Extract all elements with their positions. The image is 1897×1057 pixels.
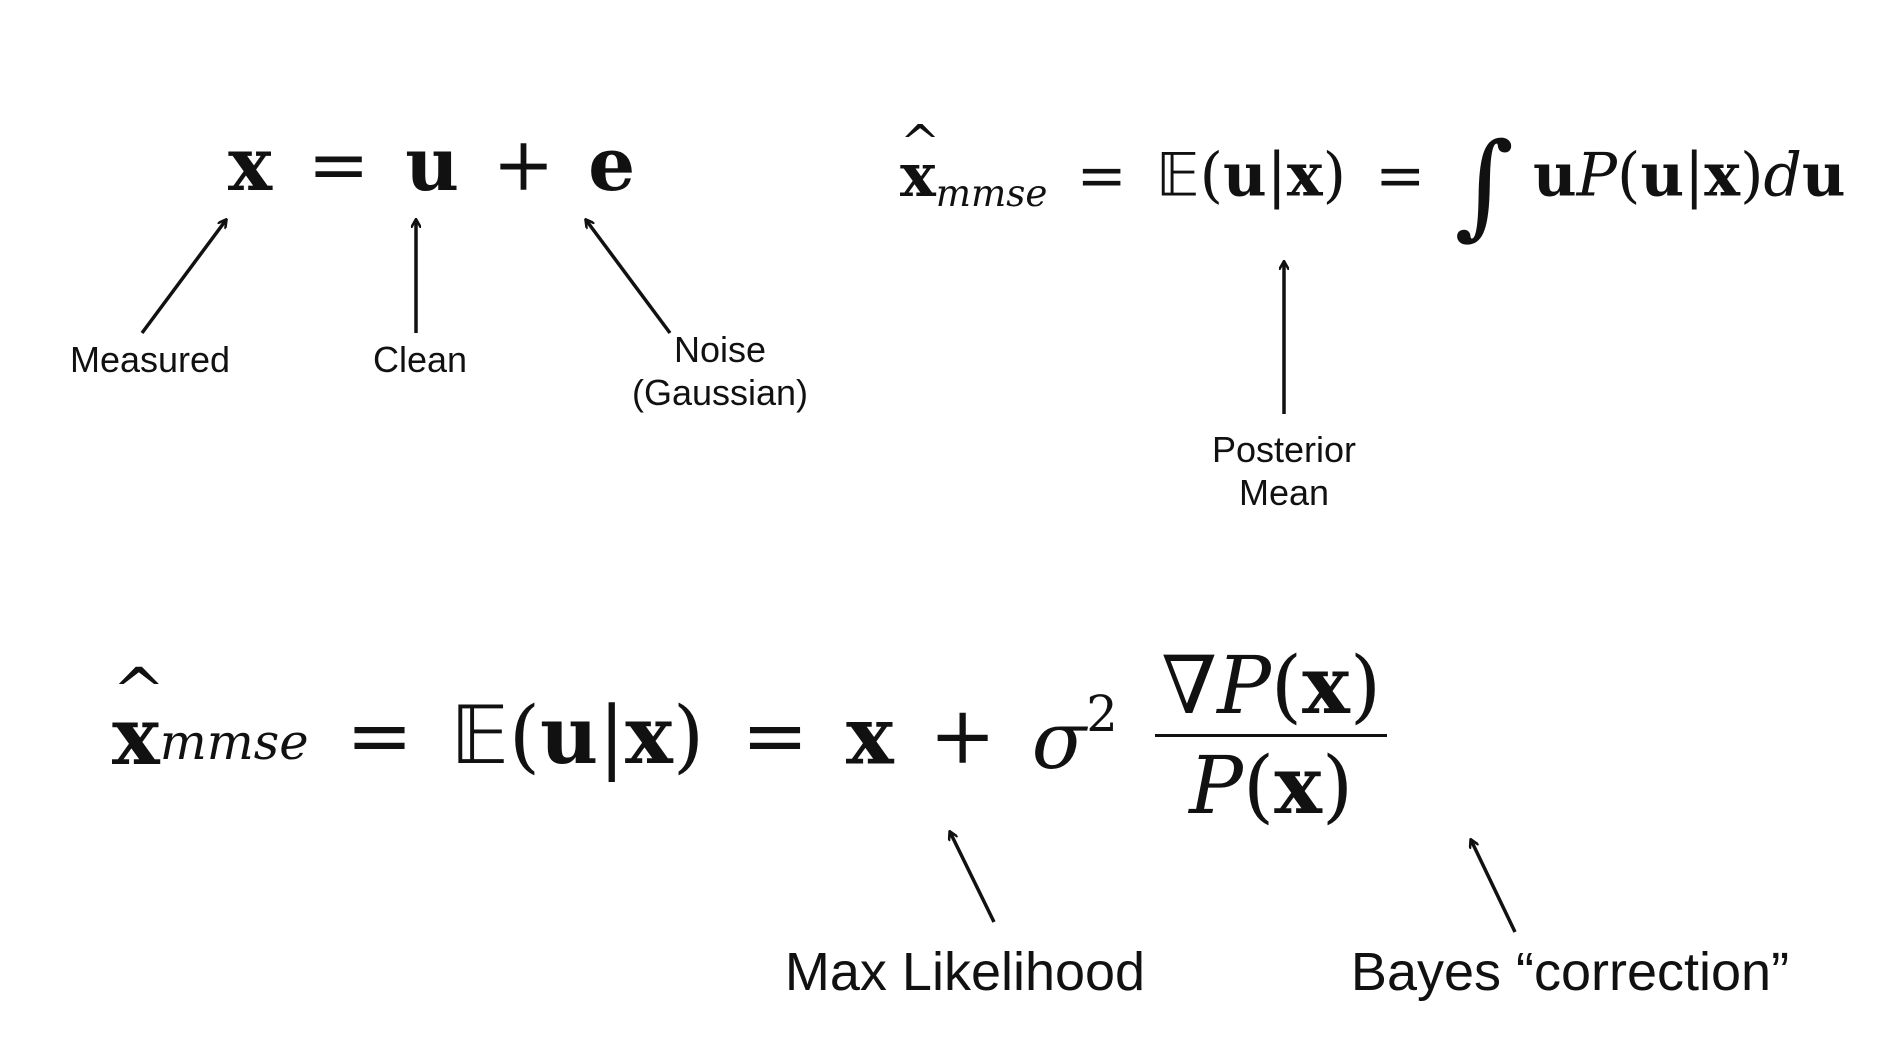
label-posterior-line1: Posterior bbox=[1211, 429, 1357, 470]
right-paren: ) bbox=[1322, 140, 1347, 211]
symbol-u: u bbox=[1223, 140, 1267, 211]
left-paren: ( bbox=[1199, 140, 1224, 211]
symbol-x: x bbox=[228, 122, 273, 208]
arrow-noise bbox=[586, 220, 672, 335]
symbol-sigma: σ bbox=[1031, 694, 1087, 788]
symbol-x-hat: ^x bbox=[900, 119, 940, 205]
symbol-x: x bbox=[1302, 638, 1350, 732]
label-noise: Noise (Gaussian) bbox=[600, 328, 840, 414]
symbol-u-3: u bbox=[1640, 140, 1685, 211]
right-paren-2: ) bbox=[1740, 140, 1764, 211]
plus-sign: + bbox=[492, 122, 555, 208]
x-hat-base: x bbox=[900, 140, 936, 211]
symbol-P: P bbox=[1189, 739, 1243, 832]
arrow-max-likelihood bbox=[950, 832, 996, 923]
hat-accent: ^ bbox=[900, 115, 941, 172]
subscript-mmse: mmse bbox=[159, 712, 309, 771]
superscript-2: 2 bbox=[1086, 684, 1118, 743]
equals-sign: = bbox=[1076, 140, 1127, 211]
symbol-x: x bbox=[1274, 738, 1322, 832]
expectation-symbol: 𝔼 bbox=[450, 689, 509, 782]
hat-accent: ^ bbox=[112, 655, 166, 730]
left-paren: ( bbox=[1270, 639, 1303, 732]
equals-sign: = bbox=[346, 688, 414, 782]
symbol-x: x bbox=[1286, 140, 1323, 211]
equals-sign-2: = bbox=[741, 688, 809, 782]
symbol-u-2: u bbox=[1533, 140, 1577, 211]
left-paren: ( bbox=[508, 689, 541, 782]
label-noise-line2: (Gaussian) bbox=[631, 372, 809, 414]
equation-tweedie: ^xmmse = 𝔼(u|x) = x + σ2 ∇P(x) P(x) bbox=[112, 645, 1388, 826]
equals-sign: = bbox=[307, 122, 370, 208]
nabla-symbol: ∇ bbox=[1161, 639, 1218, 732]
fraction-denominator: P(x) bbox=[1155, 737, 1387, 826]
symbol-u: u bbox=[540, 688, 599, 782]
symbol-d: d bbox=[1763, 140, 1802, 211]
label-noise-line1: Noise bbox=[673, 329, 767, 370]
given-bar: | bbox=[1266, 140, 1287, 211]
symbol-x-2: x bbox=[1704, 140, 1741, 211]
label-max-likelihood: Max Likelihood bbox=[784, 942, 1146, 1002]
left-paren: ( bbox=[1242, 739, 1275, 832]
symbol-x-hat: ^x bbox=[112, 660, 166, 775]
label-posterior-line2: Mean bbox=[1238, 472, 1330, 514]
left-paren-2: ( bbox=[1617, 140, 1641, 211]
x-hat-base: x bbox=[112, 688, 160, 783]
equals-sign-2: = bbox=[1375, 140, 1426, 211]
given-bar: | bbox=[598, 689, 626, 782]
right-paren: ) bbox=[672, 689, 705, 782]
symbol-u-4: u bbox=[1801, 140, 1846, 211]
right-paren: ) bbox=[1349, 639, 1382, 732]
given-bar-2: | bbox=[1684, 140, 1705, 211]
symbol-x: x bbox=[625, 688, 673, 782]
symbol-P: P bbox=[1217, 639, 1271, 732]
fraction-numerator: ∇P(x) bbox=[1155, 645, 1388, 737]
right-paren: ) bbox=[1321, 739, 1354, 832]
score-fraction: ∇P(x) P(x) bbox=[1155, 645, 1388, 826]
label-posterior-mean: Posterior Mean bbox=[1164, 428, 1404, 514]
integral-sign: ∫ bbox=[1454, 118, 1514, 251]
arrow-bayes-correction bbox=[1471, 840, 1517, 933]
equation-posterior-mean: ^xmmse = 𝔼(u|x) = ∫ uP(u|x)du bbox=[900, 119, 1846, 242]
label-bayes-correction: Bayes “correction” bbox=[1350, 942, 1790, 1002]
label-clean: Clean bbox=[372, 339, 468, 380]
arrow-measured bbox=[140, 220, 226, 335]
plus-sign: + bbox=[929, 688, 997, 782]
symbol-P: P bbox=[1576, 140, 1618, 211]
symbol-x-2: x bbox=[846, 688, 894, 783]
symbol-u: u bbox=[405, 122, 460, 208]
symbol-e: e bbox=[588, 122, 636, 208]
label-measured: Measured bbox=[69, 339, 231, 380]
expectation-symbol: 𝔼 bbox=[1155, 140, 1200, 211]
equation-measurement-model: x = u + e bbox=[228, 128, 635, 202]
subscript-mmse: mmse bbox=[935, 170, 1048, 215]
